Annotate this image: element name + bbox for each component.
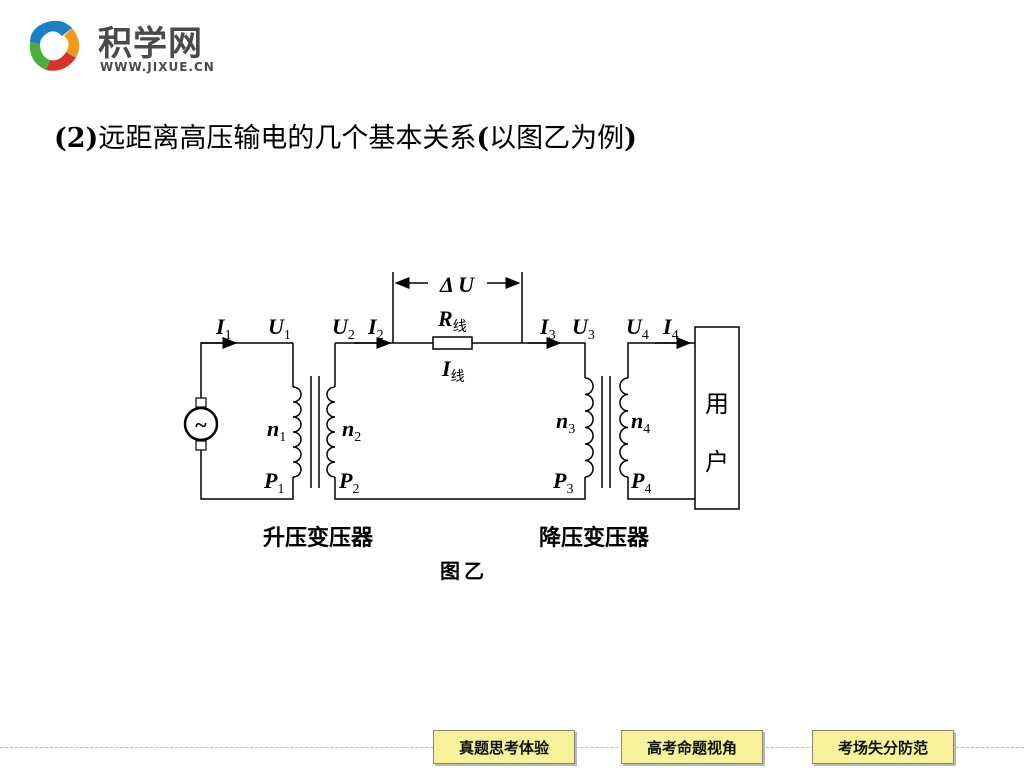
logo-url: WWW.JIXUE.CN xyxy=(100,60,215,74)
site-logo[interactable]: 积学网 WWW.JIXUE.CN xyxy=(22,14,262,80)
label-n1: n1 xyxy=(267,416,286,445)
heading-text: 远距离高压输电的几个基本关系 xyxy=(98,123,477,154)
label-u2: U2 xyxy=(332,314,355,343)
label-u4: U4 xyxy=(626,314,649,343)
coil-n3 xyxy=(584,377,594,478)
label-p4: P4 xyxy=(630,468,651,497)
label-n4: n4 xyxy=(631,408,650,437)
label-p1: P1 xyxy=(263,468,284,497)
label-u1: U1 xyxy=(268,314,291,343)
label-i2: I2 xyxy=(367,314,384,343)
section-heading: (2)远距离高压输电的几个基本关系(以图乙为例) xyxy=(54,116,637,155)
label-p3: P3 xyxy=(552,468,573,497)
nav-button-exam-perspective[interactable]: 高考命题视角 xyxy=(621,730,763,764)
step-down-transformer-label: 降压变压器 xyxy=(539,525,650,550)
label-i1: I1 xyxy=(215,314,232,343)
line-resistor xyxy=(432,336,473,350)
transmission-bottom-wire xyxy=(334,343,586,500)
logo-mark-icon xyxy=(29,20,80,71)
heading-number: (2) xyxy=(54,123,99,154)
step-up-transformer-label: 升压变压器 xyxy=(263,525,374,550)
label-r-line: R线 xyxy=(437,306,467,335)
generator xyxy=(183,406,219,442)
heading-paren-open: ( xyxy=(476,123,490,154)
user-char-1: 用 xyxy=(705,392,729,418)
user-char-2: 户 xyxy=(705,449,729,476)
user-box xyxy=(694,326,740,510)
coil-n4 xyxy=(619,377,629,478)
generator-symbol: ~ xyxy=(195,412,207,437)
heading-paren-text: 以图乙为例 xyxy=(489,123,625,154)
label-i3: I3 xyxy=(539,314,556,343)
logo-name: 积学网 xyxy=(98,24,203,64)
label-i4: I4 xyxy=(662,314,679,343)
label-p2: P2 xyxy=(338,468,359,497)
label-delta-u: Δ U xyxy=(439,272,475,297)
heading-paren-close: ) xyxy=(624,123,637,154)
label-i-line: I线 xyxy=(441,356,465,385)
figure-caption: 图乙 xyxy=(440,560,488,583)
nav-button-real-questions[interactable]: 真题思考体验 xyxy=(433,730,575,764)
coil-n1 xyxy=(292,386,302,478)
label-u3: U3 xyxy=(572,314,595,343)
transmission-top-wire-right xyxy=(472,342,586,378)
nav-button-error-prevention[interactable]: 考场失分防范 xyxy=(812,730,954,764)
label-n3: n3 xyxy=(556,408,575,437)
coil-n2 xyxy=(326,386,336,478)
label-n2: n2 xyxy=(342,416,361,445)
